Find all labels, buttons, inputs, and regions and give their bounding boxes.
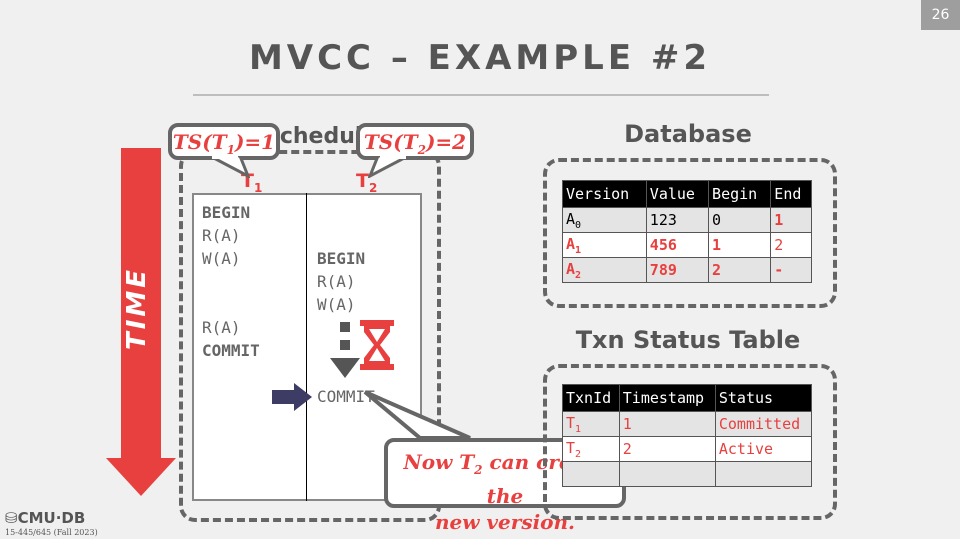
header-value: Value — [645, 180, 710, 208]
value-cell: 456 — [645, 232, 710, 258]
table-row: A0 123 0 1 — [562, 207, 812, 233]
header-timestamp: Timestamp — [618, 384, 716, 412]
schedule-container — [179, 150, 441, 522]
database-heading: Database — [624, 120, 752, 148]
status-cell: Active — [714, 436, 813, 462]
time-label: TIME — [122, 266, 152, 350]
database-container — [543, 158, 837, 308]
header-end: End — [770, 180, 812, 208]
status-cell: Committed — [714, 411, 813, 437]
schedule-table — [192, 193, 422, 501]
timestamp-cell: 1 — [618, 411, 716, 437]
page-number: 26 — [921, 0, 960, 30]
t1-op-write: W(A) — [202, 249, 241, 268]
t2-op-write: W(A) — [317, 295, 356, 314]
begin-cell: 2 — [708, 257, 772, 283]
txnid-cell: T1 — [562, 411, 620, 437]
end-cell: 1 — [770, 207, 812, 233]
value-cell: 789 — [645, 257, 710, 283]
ts-t2-callout-tail — [368, 156, 408, 178]
course-label: 15-445/645 (Fall 2023) — [5, 528, 98, 537]
begin-cell: 0 — [708, 207, 772, 233]
ts-t2-callout: TS(T2)=2 — [356, 123, 474, 160]
database-table: Version Value Begin End A0 123 0 1 A1 45… — [562, 180, 812, 283]
t2-op-commit: COMMIT — [317, 387, 375, 406]
value-cell: 123 — [645, 207, 710, 233]
database-header-row: Version Value Begin End — [562, 180, 812, 208]
table-row: A2 789 2 - — [562, 257, 812, 283]
t2-op-read: R(A) — [317, 272, 356, 291]
schedule-column-divider — [306, 193, 307, 501]
wait-arrow-icon — [330, 322, 360, 378]
status-cell — [714, 461, 813, 487]
ts-t1-callout: TS(T1)=1 — [168, 123, 280, 160]
database-icon: ⛁ — [5, 509, 18, 527]
end-cell: 2 — [770, 232, 812, 258]
t1-op-read: R(A) — [202, 226, 241, 245]
begin-cell: 1 — [708, 232, 772, 258]
t1-op-begin: BEGIN — [202, 203, 251, 222]
timestamp-cell — [618, 461, 716, 487]
timestamp-cell: 2 — [618, 436, 716, 462]
slide-title: MVCC – EXAMPLE #2 — [248, 38, 712, 78]
table-row: T1 1 Committed — [562, 411, 813, 437]
ts-t1-callout-tail — [210, 156, 250, 178]
version-cell: A0 — [562, 207, 647, 233]
txnid-cell: T2 — [562, 436, 620, 462]
txn-header-row: TxnId Timestamp Status — [562, 384, 813, 412]
column-label-t2: T2 — [356, 170, 378, 195]
txn-status-container — [543, 364, 837, 520]
header-txnid: TxnId — [562, 384, 620, 412]
time-arrow-icon — [106, 148, 176, 496]
header-status: Status — [714, 384, 813, 412]
t1-op-read-2: R(A) — [202, 318, 241, 337]
table-row: T2 2 Active — [562, 436, 813, 462]
end-cell: - — [770, 257, 812, 283]
header-version: Version — [562, 180, 647, 208]
hourglass-icon — [360, 320, 394, 370]
txnid-cell — [562, 461, 620, 487]
t1-op-commit: COMMIT — [202, 341, 260, 360]
table-row — [562, 461, 813, 487]
version-cell: A1 — [562, 232, 647, 258]
current-step-arrow-icon — [272, 383, 312, 411]
version-cell: A2 — [562, 257, 647, 283]
header-begin: Begin — [708, 180, 772, 208]
title-divider — [193, 94, 769, 96]
t2-op-begin: BEGIN — [317, 249, 366, 268]
txn-status-table: TxnId Timestamp Status T1 1 Committed T2… — [562, 384, 813, 487]
txn-status-heading: Txn Status Table — [575, 326, 801, 354]
cmu-db-logo: ⛁CMU·DB — [5, 509, 86, 527]
table-row: A1 456 1 2 — [562, 232, 812, 258]
